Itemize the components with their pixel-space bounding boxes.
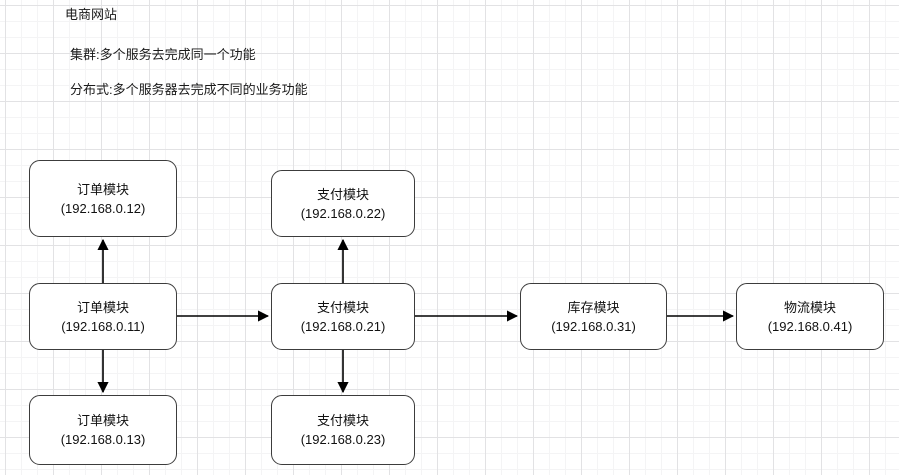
node-ip: (192.168.0.11) — [61, 318, 145, 334]
node-label: 支付模块 — [316, 299, 369, 315]
node-label: 支付模块 — [316, 413, 369, 428]
node-pay-21[interactable]: 支付模块 (192.168.0.21) — [271, 283, 415, 350]
node-ip: (192.168.0.22) — [300, 205, 386, 221]
node-order-12[interactable]: 订单模块 (192.168.0.12) — [29, 160, 177, 237]
note-cluster: 集群:多个服务去完成同一个功能 — [70, 47, 256, 62]
node-ip: (192.168.0.13) — [60, 432, 146, 447]
note-distributed: 分布式:多个服务器去完成不同的业务功能 — [70, 82, 308, 97]
node-label: 订单模块 — [76, 413, 129, 428]
node-label: 库存模块 — [567, 299, 620, 315]
node-order-11[interactable]: 订单模块 (192.168.0.11) — [29, 283, 177, 350]
node-ip: (192.168.0.23) — [300, 432, 386, 447]
node-label: 支付模块 — [316, 186, 369, 202]
node-pay-22[interactable]: 支付模块 (192.168.0.22) — [271, 170, 415, 237]
node-label: 物流模块 — [783, 299, 836, 315]
node-ip: (192.168.0.31) — [551, 318, 636, 334]
diagram-title: 电商网站 — [65, 7, 118, 22]
node-ip: (192.168.0.41) — [767, 318, 853, 334]
node-ip: (192.168.0.21) — [300, 318, 386, 334]
node-label: 订单模块 — [76, 181, 129, 197]
node-label: 订单模块 — [76, 299, 129, 315]
node-stock-31[interactable]: 库存模块 (192.168.0.31) — [520, 283, 667, 350]
node-ip: (192.168.0.12) — [60, 200, 146, 216]
node-pay-23[interactable]: 支付模块 (192.168.0.23) — [271, 395, 415, 465]
node-logistics-41[interactable]: 物流模块 (192.168.0.41) — [736, 283, 884, 350]
node-order-13[interactable]: 订单模块 (192.168.0.13) — [29, 395, 177, 465]
